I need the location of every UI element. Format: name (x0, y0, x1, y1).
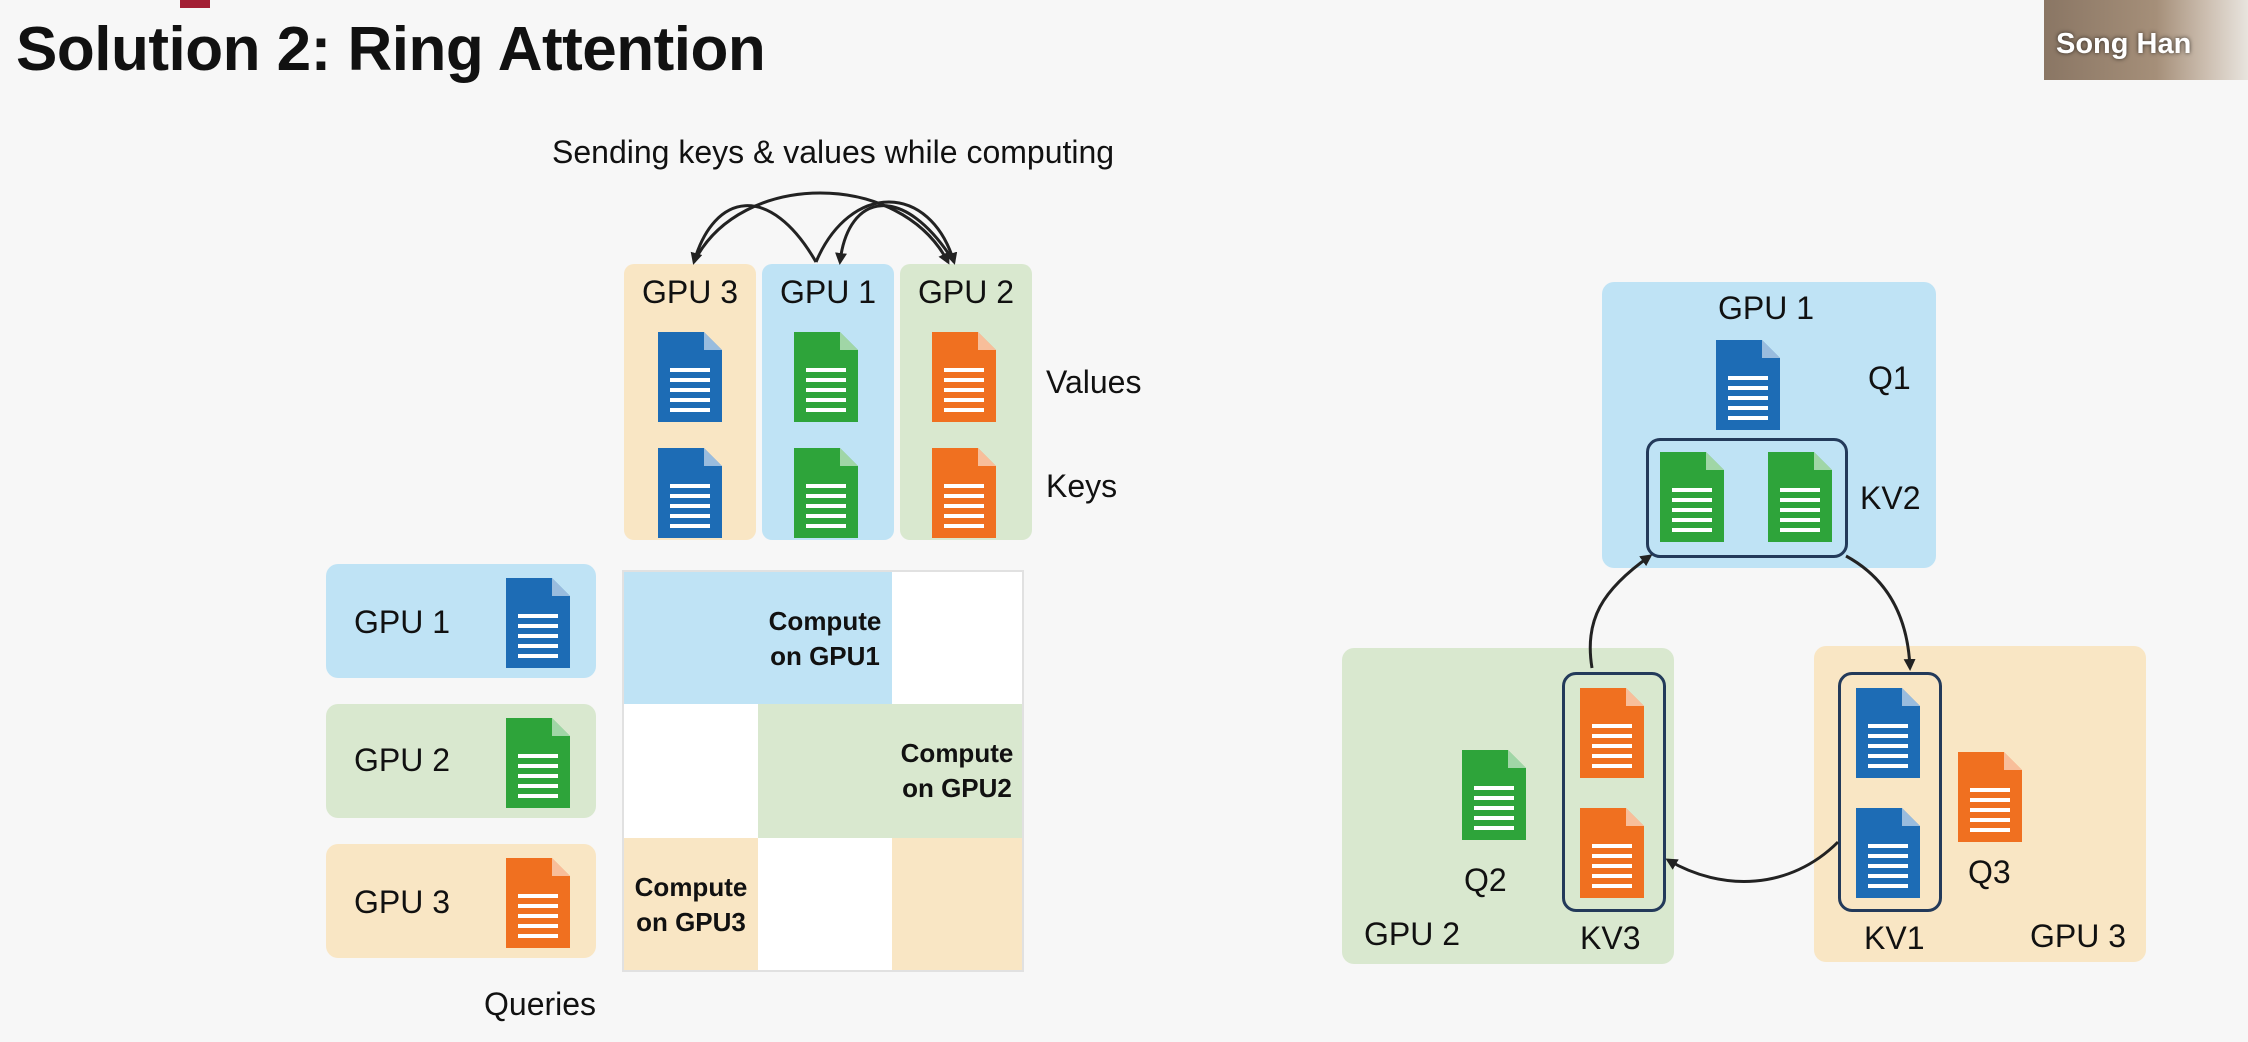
ring-kv2-label: KV2 (1860, 480, 1921, 516)
webcam-thumbnail: Song Han (2044, 0, 2248, 80)
kv3-frame (1562, 672, 1666, 912)
ring-q1-document-icon (1714, 338, 1782, 437)
grid-cell-r2c3 (892, 704, 1022, 838)
query-gpu2-document-icon (504, 716, 572, 815)
column-label-gpu3: GPU 3 (642, 274, 739, 310)
transfer-caption: Sending keys & values while computing (552, 134, 1115, 170)
brand-accent-bar (180, 0, 210, 8)
query-label-gpu2: GPU 2 (354, 742, 451, 778)
compute-label-gpu1: Compute on GPU1 (768, 606, 882, 672)
ring-kv3b-document-icon (1578, 806, 1646, 905)
grid-cell-r1c1 (624, 572, 758, 704)
ring-kv3-label: KV3 (1580, 920, 1641, 956)
ring-kv1-document-icon (1854, 686, 1922, 785)
grid-cell-r1c2 (758, 572, 892, 704)
gpu2-value-document-icon (930, 330, 998, 429)
keys-label: Keys (1046, 468, 1118, 504)
kv1-frame (1838, 672, 1942, 912)
transfer-arrow-icon (814, 200, 958, 265)
transfer-arrow-icon (690, 204, 818, 265)
ring-arrow-icon (1588, 554, 1653, 669)
ring-q3-label: Q3 (1968, 854, 2011, 890)
gpu3-value-document-icon (656, 330, 724, 429)
ring-kv2-document-icon (1658, 450, 1726, 549)
kv2-frame (1646, 438, 1848, 558)
ring-kv1b-document-icon (1854, 806, 1922, 905)
ring-arrow-icon (1845, 554, 1916, 671)
column-label-gpu2: GPU 2 (918, 274, 1015, 310)
slide-title: Solution 2: Ring Attention (16, 15, 766, 84)
ring-q2-document-icon (1460, 748, 1528, 847)
values-label: Values (1046, 364, 1142, 400)
ring-gpu3-label: GPU 3 (2030, 918, 2127, 954)
gpu1-key-document-icon (792, 446, 860, 545)
ring-kv2b-document-icon (1766, 450, 1834, 549)
transfer-arrow-icon (835, 204, 956, 265)
query-label-gpu1: GPU 1 (354, 604, 451, 640)
query-label-gpu3: GPU 3 (354, 884, 451, 920)
ring-arrow-icon (1665, 840, 1840, 883)
queries-label: Queries (484, 986, 597, 1022)
ring-gpu2-label: GPU 2 (1364, 916, 1461, 952)
column-label-gpu1: GPU 1 (780, 274, 877, 310)
ring-gpu1-label: GPU 1 (1718, 290, 1815, 326)
query-gpu1-document-icon (504, 576, 572, 675)
grid-cell-r2c2 (758, 704, 892, 838)
transfer-arrow-icon (692, 191, 950, 265)
grid-cell-r3c3 (892, 838, 1022, 970)
gpu2-key-document-icon (930, 446, 998, 545)
ring-kv3-document-icon (1578, 686, 1646, 785)
presenter-name: Song Han (2056, 28, 2192, 60)
gpu3-key-document-icon (656, 446, 724, 545)
compute-label-gpu3: Compute on GPU3 (634, 872, 748, 938)
grid-cell-r3c1 (624, 838, 758, 970)
query-gpu3-document-icon (504, 856, 572, 955)
compute-label-gpu2: Compute on GPU2 (900, 738, 1014, 804)
ring-kv1-label: KV1 (1864, 920, 1925, 956)
gpu1-value-document-icon (792, 330, 860, 429)
ring-q2-label: Q2 (1464, 862, 1507, 898)
ring-q1-label: Q1 (1868, 360, 1911, 396)
ring-q3-document-icon (1956, 750, 2024, 849)
